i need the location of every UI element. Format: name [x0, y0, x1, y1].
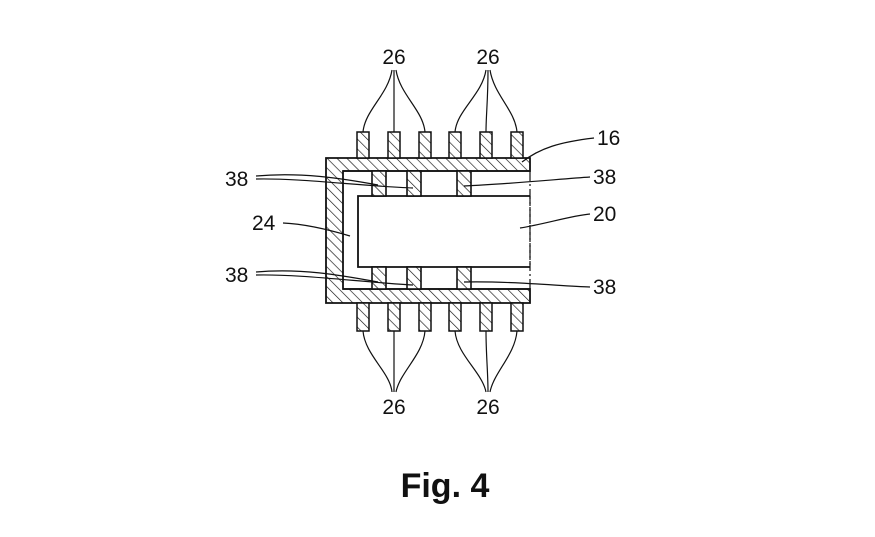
leaders-38-right [463, 176, 591, 288]
leaders-top-26 [362, 69, 518, 133]
pins-top [356, 131, 524, 159]
bore-20 [357, 171, 531, 289]
label-pins-top-right: 26 [476, 46, 499, 69]
label-seal-bottom-left: 38 [225, 264, 248, 287]
seals-top [371, 170, 472, 197]
leaders-38-left [255, 174, 414, 286]
label-bore: 20 [593, 203, 616, 226]
label-pins-bottom-left: 26 [382, 396, 405, 419]
label-seal-top-right: 38 [593, 166, 616, 189]
leaders-misc [282, 137, 595, 237]
figure-caption: Fig. 4 [401, 467, 490, 505]
label-pins-top-left: 26 [382, 46, 405, 69]
seals-bottom [371, 266, 472, 290]
label-housing: 16 [597, 127, 620, 150]
label-seal-bottom-right: 38 [593, 276, 616, 299]
pins-bottom [356, 302, 524, 332]
label-pins-bottom-right: 26 [476, 396, 499, 419]
label-wall: 24 [252, 212, 276, 235]
label-seal-top-left: 38 [225, 168, 248, 191]
leaders-bottom-26 [362, 330, 518, 393]
